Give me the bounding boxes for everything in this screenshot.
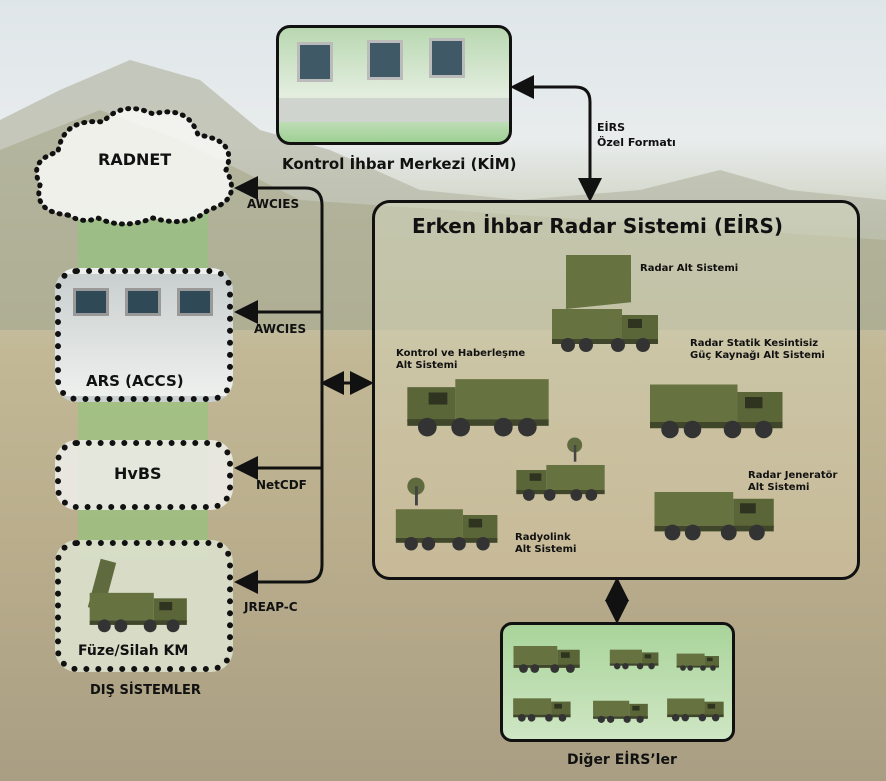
protocol-radnet: AWCIES — [247, 197, 300, 211]
other-eirs-label: Diğer EİRS’ler — [567, 752, 677, 768]
other-vehicle-icon — [593, 700, 648, 723]
protocol-hvbs: NetCDF — [256, 478, 307, 492]
ars-box — [55, 268, 233, 402]
console-screen — [297, 42, 333, 82]
fuze-label: Füze/Silah KM — [78, 643, 189, 659]
subsystem-control-comm-line1: Kontrol ve Haberleşme — [396, 348, 526, 359]
radiolink-vehicle-icon — [395, 477, 498, 551]
console-desk — [279, 98, 509, 122]
radar-vehicle-icon — [552, 255, 658, 352]
subsystem-radiolink-line2: Alt Sistemi — [515, 544, 577, 555]
bus-line — [234, 176, 324, 594]
subsystem-control-comm-line2: Alt Sistemi — [396, 360, 458, 371]
subsystem-radar-line1: Radar Alt Sistemi — [640, 263, 739, 274]
other-eirs-box — [500, 622, 735, 742]
hvbs-label: HvBS — [114, 464, 162, 483]
radnet-cloud — [34, 106, 234, 227]
console-screen — [177, 288, 213, 316]
other-vehicle-icon — [513, 698, 571, 722]
ars-label: ARS (ACCS) — [86, 372, 184, 390]
kim-link-line2: Özel Formatı — [597, 136, 676, 149]
protocol-fuze: JREAP-C — [244, 600, 298, 614]
subsystem-radiolink-line1: Radyolink — [515, 532, 571, 543]
console-screen — [125, 288, 161, 316]
other-vehicle-icon — [609, 649, 659, 670]
subsystem-generator-line2: Alt Sistemi — [748, 482, 810, 493]
protocol-ars: AWCIES — [254, 322, 307, 336]
external-systems-label: DIŞ SİSTEMLER — [90, 683, 201, 698]
ups-vehicle-icon — [650, 384, 783, 439]
other-vehicle-icon — [667, 698, 724, 722]
other-vehicle-icon — [676, 653, 719, 671]
subsystem-ups-line1: Radar Statik Kesintisiz — [690, 338, 819, 349]
hvbs-box — [55, 440, 233, 510]
launcher-vehicle-icon — [87, 558, 187, 633]
eirs-title: Erken İhbar Radar Sistemi (EİRS) — [412, 214, 784, 238]
kim-eirs-arrow — [510, 75, 602, 202]
subsystem-radar: Radar Alt Sistemi — [640, 263, 738, 275]
other-vehicle-icon — [513, 646, 580, 673]
kim-link-label: EİRS Özel Formatı — [597, 120, 676, 150]
kim-link-line1: EİRS — [597, 121, 625, 134]
console-screen — [73, 288, 109, 316]
console-screen — [429, 38, 465, 78]
subsystem-generator-line1: Radar Jeneratör — [748, 470, 838, 481]
subsystem-ups-line2: Güç Kaynağı Alt Sistemi — [690, 350, 825, 361]
radiolink-vehicle-icon — [516, 437, 605, 501]
kim-label: Kontrol İhbar Merkezi (KİM) — [282, 155, 517, 173]
console-screen — [367, 40, 403, 80]
radnet-label: RADNET — [98, 150, 172, 169]
kim-image — [276, 25, 512, 145]
